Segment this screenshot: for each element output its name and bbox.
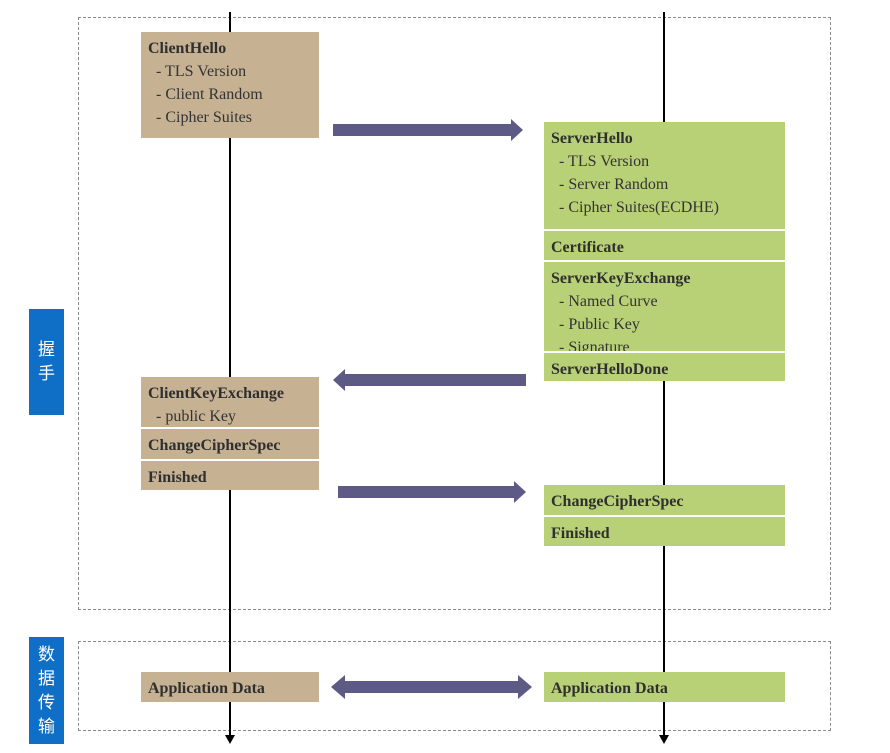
client-lifeline (229, 12, 231, 738)
client-change-cipher-spec-title: ChangeCipherSpec (148, 437, 281, 454)
handshake-region (78, 17, 831, 610)
client-lifeline-arrowhead (225, 735, 235, 744)
server-hello-done-box: ServerHelloDone (544, 351, 785, 381)
server-hello-item: - Cipher Suites(ECDHE) (559, 199, 719, 216)
server-hello-item: - TLS Version (559, 153, 650, 170)
server-hello-title: ServerHello (551, 130, 633, 147)
server-change-cipher-spec-box: ChangeCipherSpec (544, 485, 785, 515)
data-transfer-label: 数据传输 (29, 637, 64, 744)
server-certificate-box: Certificate (544, 229, 785, 260)
server-key-exchange-item: - Named Curve (559, 293, 658, 310)
client-application-data-box: Application Data (141, 672, 319, 702)
server-finished-box: Finished (544, 515, 785, 546)
client-hello-item: - Client Random (156, 86, 263, 103)
server-key-exchange-item: - Public Key (559, 316, 640, 333)
client-hello-item: - Cipher Suites (156, 109, 252, 126)
server-lifeline-arrowhead (659, 735, 669, 744)
client-hello-item: - TLS Version (156, 63, 247, 80)
server-certificate-title: Certificate (551, 239, 624, 256)
server-key-exchange-box: ServerKeyExchange - Named Curve - Public… (544, 260, 785, 351)
client-application-data-title: Application Data (148, 680, 265, 697)
client-to-server-hello-arrow (333, 119, 523, 141)
server-to-client-key-arrow (333, 369, 526, 391)
server-hello-item: - Server Random (559, 176, 669, 193)
server-key-exchange-title: ServerKeyExchange (551, 270, 691, 287)
client-finished-title: Finished (148, 469, 207, 486)
server-application-data-title: Application Data (551, 680, 668, 697)
client-change-cipher-spec-box: ChangeCipherSpec (141, 427, 319, 459)
server-hello-done-title: ServerHelloDone (551, 361, 669, 378)
server-change-cipher-spec-title: ChangeCipherSpec (551, 493, 684, 510)
client-hello-box: ClientHello - TLS Version - Client Rando… (141, 32, 319, 138)
server-key-exchange-item: - Signature (559, 339, 630, 351)
client-key-exchange-title: ClientKeyExchange (148, 385, 284, 402)
client-finished-box: Finished (141, 459, 319, 490)
application-data-bidirectional-arrow (331, 675, 532, 699)
client-to-server-finished-arrow (338, 481, 526, 503)
client-key-exchange-item: - public Key (156, 408, 236, 425)
server-hello-box: ServerHello - TLS Version - Server Rando… (544, 122, 785, 229)
data-transfer-region (78, 641, 831, 731)
server-application-data-box: Application Data (544, 672, 785, 702)
client-hello-title: ClientHello (148, 40, 227, 57)
handshake-label: 握手 (29, 309, 64, 415)
server-finished-title: Finished (551, 525, 610, 542)
client-key-exchange-box: ClientKeyExchange - public Key (141, 377, 319, 427)
